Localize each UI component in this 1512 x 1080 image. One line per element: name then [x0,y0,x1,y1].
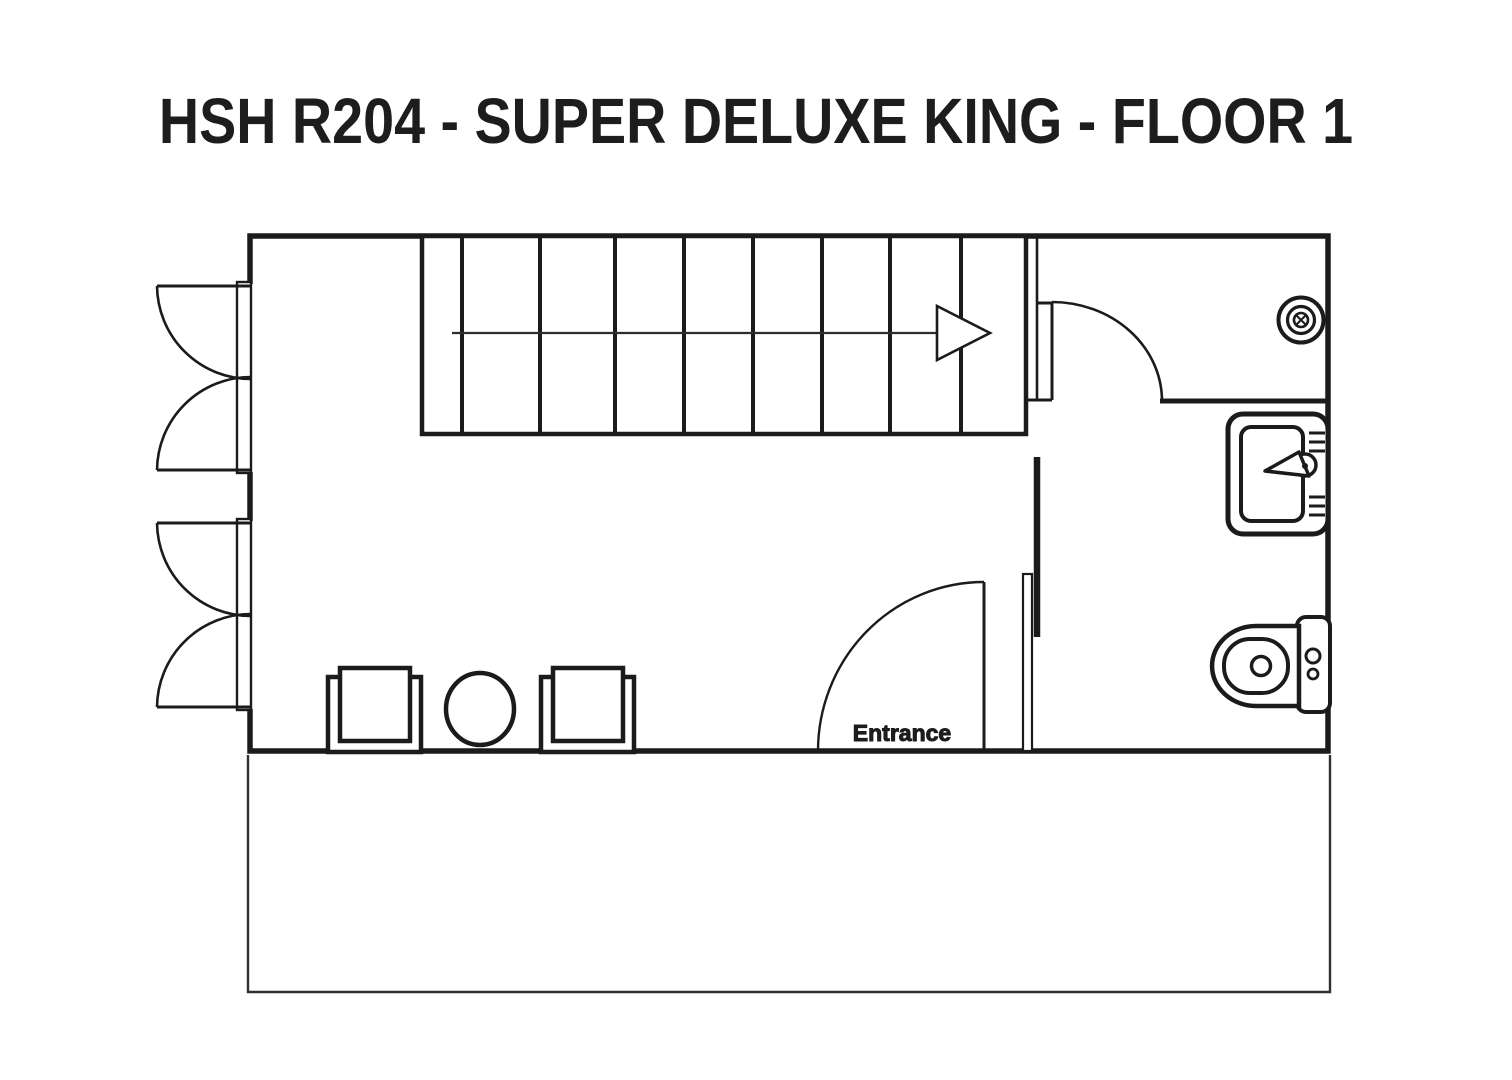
door-swing-arc [155,522,252,618]
lower-level-border [246,755,1332,994]
double-entry-doors-lower [155,517,253,712]
shower-middle-ring [1285,304,1317,336]
round-table [443,670,517,748]
sink-icon [1225,411,1331,537]
door-swing-arc [155,375,252,471]
toilet-tank [1295,615,1332,714]
partition-wall-thin [1021,572,1034,753]
toilet-icon [1209,615,1332,714]
lower-level-outline [246,755,1332,994]
shower-inner-ring [1292,311,1310,329]
table-top [443,670,517,748]
flush-button [1304,647,1322,665]
door-swing-arc [1051,300,1164,402]
entrance-label: Entrance [853,720,951,746]
double-entry-doors-upper [155,280,253,475]
entrance-door: Entrance [816,580,986,752]
door-swing-arc [816,580,985,752]
flush-button [1306,667,1320,681]
hall-partition [1021,457,1041,753]
chair-seat [337,665,413,744]
stair-enclosure [419,233,1029,437]
toilet-drain [1249,654,1273,678]
door-swing-arc [155,285,252,381]
staircase [419,233,1052,437]
page-title: HSH R204 - SUPER DELUXE KING - FLOOR 1 [158,85,1354,157]
armchair-right [538,665,637,755]
stair-direction-arrow [452,303,993,363]
arrow-head [935,303,993,363]
chair-seat [550,665,626,744]
shower-head-icon [1276,295,1330,345]
shower-cross [1295,314,1307,326]
shower-outer-ring [1276,295,1326,345]
faucet-dot [1302,463,1308,469]
door-swing-arc [155,612,252,708]
bathroom-door [1037,300,1164,402]
armchair-left [325,665,424,755]
